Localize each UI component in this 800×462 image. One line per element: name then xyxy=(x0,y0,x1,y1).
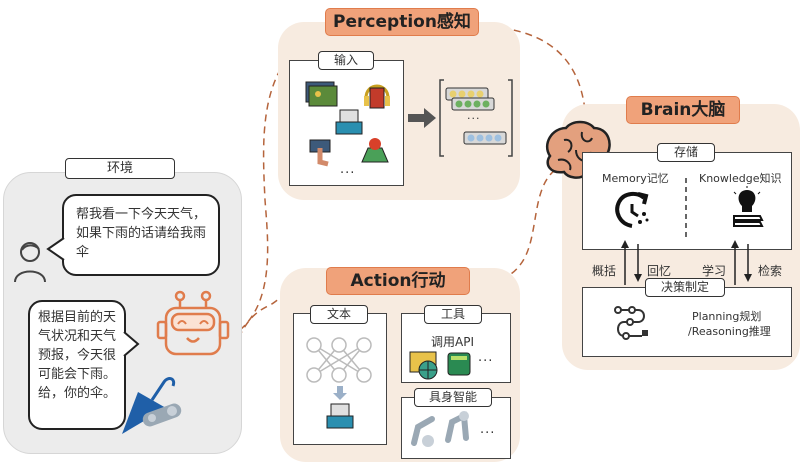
brain-flow-arrows xyxy=(621,240,752,285)
knowledge-label: Knowledge知识 xyxy=(699,172,782,185)
environment-title: 环境 xyxy=(65,158,175,179)
audio-headphones-icon xyxy=(364,84,390,109)
arrow-retrieve-down xyxy=(744,244,752,282)
robot-arm-icon xyxy=(142,403,182,427)
planning-label-line2: /Reasoning推理 xyxy=(688,325,771,338)
image-icon xyxy=(305,81,338,107)
arrow-recall-down xyxy=(634,244,642,282)
down-arrow-icon xyxy=(333,386,347,400)
user-icon xyxy=(14,242,46,283)
token-vector-n xyxy=(463,131,507,145)
memory-label: Memory记忆 xyxy=(602,172,669,185)
umbrella-icon xyxy=(122,377,176,434)
agent-bubble-tail xyxy=(123,331,140,357)
perception-title: Perception感知 xyxy=(325,8,479,36)
vector-ellipsis: ··· xyxy=(467,112,481,125)
embodied-ellipsis: ··· xyxy=(480,426,496,441)
knowledge-lightbulb-books-icon xyxy=(733,186,764,227)
neural-network-icon xyxy=(306,337,372,383)
text-document-icon xyxy=(335,109,363,135)
text-generation-icon xyxy=(326,403,354,429)
storage-label: 存储 xyxy=(657,143,715,162)
planning-label-line1: Planning规划 xyxy=(692,310,762,323)
agent-speech-bubble: 根据目前的天气状况和天气预报，今天很可能会下雨。给，你的伞。 xyxy=(28,300,126,430)
web-browser-globe-icon xyxy=(409,351,438,380)
brain-title: Brain大脑 xyxy=(626,96,740,124)
map-location-icon xyxy=(361,138,389,163)
tools-ellipsis: ··· xyxy=(478,354,494,369)
robot-arm-icon-2 xyxy=(445,411,469,443)
token-vectors xyxy=(439,79,513,157)
touch-input-icon xyxy=(309,139,331,167)
api-call-label: 调用API xyxy=(431,335,474,349)
calculator-icon xyxy=(447,352,471,376)
storage-divider xyxy=(685,178,687,238)
decision-box xyxy=(582,287,792,357)
agent-message: 根据目前的天气状况和天气预报，今天很可能会下雨。给，你的伞。 xyxy=(38,310,117,401)
text-output-label: 文本 xyxy=(310,305,368,324)
retrieve-label: 检索 xyxy=(758,264,783,278)
tools-label: 工具 xyxy=(424,305,482,324)
summarize-label: 概括 xyxy=(592,264,617,278)
input-ellipsis: ··· xyxy=(340,166,356,181)
robot-icon xyxy=(156,290,230,356)
arrow-summarize-up xyxy=(621,240,629,285)
token-vector-2 xyxy=(451,97,495,111)
memory-history-icon xyxy=(615,191,649,228)
arrow-learn-up xyxy=(731,240,739,285)
connector-brain-action xyxy=(469,169,556,282)
connector-action-env xyxy=(239,279,321,336)
decision-label: 决策制定 xyxy=(645,278,725,297)
robot-arm-icon-1 xyxy=(411,416,435,447)
storage-box xyxy=(582,152,792,250)
user-bubble-tail xyxy=(46,237,65,261)
input-label: 输入 xyxy=(318,51,374,70)
learn-label: 学习 xyxy=(702,264,727,278)
user-speech-bubble: 帮我看一下今天天气，如果下雨的话请给我雨伞 xyxy=(62,194,220,276)
recall-label: 回忆 xyxy=(647,264,672,278)
embodied-label: 具身智能 xyxy=(414,388,492,407)
planning-path-icon xyxy=(614,306,648,340)
token-vector-1 xyxy=(445,87,489,101)
action-title: Action行动 xyxy=(326,267,470,295)
arrow-right-icon xyxy=(408,108,436,128)
user-message: 帮我看一下今天天气，如果下雨的话请给我雨伞 xyxy=(76,207,207,260)
